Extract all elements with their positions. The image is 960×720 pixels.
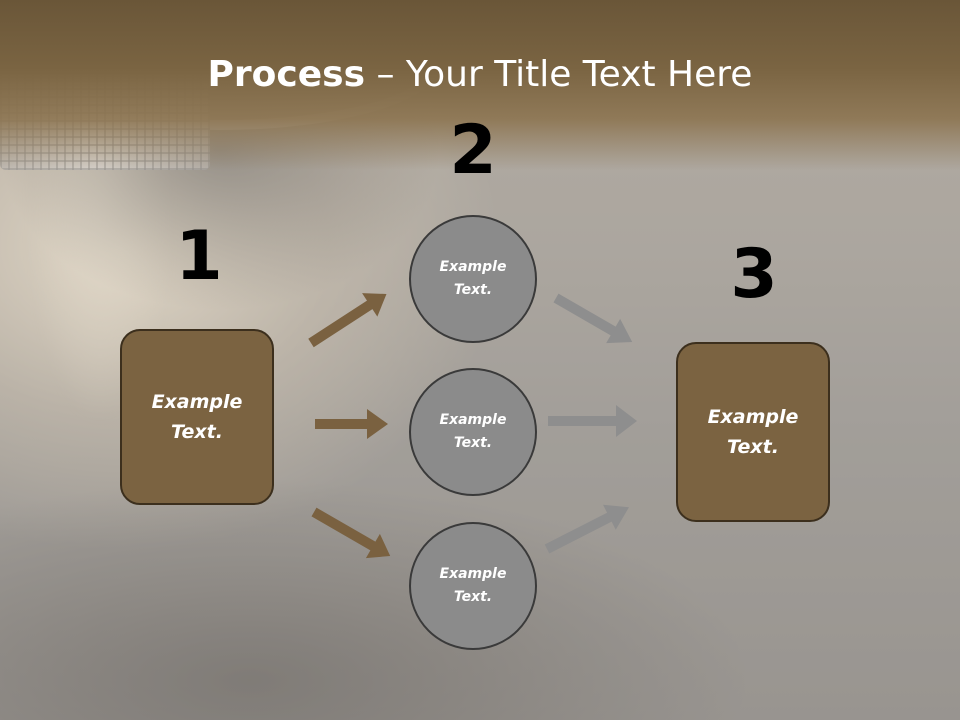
- arrow-top-to-box: [553, 293, 633, 344]
- brown-arrows: [308, 293, 391, 559]
- step-number-3: 3: [730, 235, 778, 314]
- circle-middle-text: Example Text.: [439, 412, 507, 451]
- circle-middle: Example Text.: [409, 368, 537, 496]
- arrow-up-right: [308, 293, 387, 348]
- title-rest-part: – Your Title Text Here: [365, 54, 753, 95]
- arrow-bottom-to-box: [544, 504, 629, 554]
- arrow-down-right: [311, 507, 391, 559]
- gray-arrows: [544, 293, 637, 554]
- right-box-text: Example Text.: [707, 406, 799, 458]
- left-process-box: Example Text.: [120, 329, 274, 505]
- title-bold-part: Process: [207, 54, 366, 95]
- circle-bottom-text: Example Text.: [439, 566, 507, 605]
- arrow-right: [315, 409, 388, 439]
- circle-top-text: Example Text.: [439, 259, 507, 298]
- arrow-middle-to-box: [548, 405, 637, 437]
- right-process-box: Example Text.: [676, 342, 830, 522]
- title-band: [0, 0, 960, 170]
- step-number-1: 1: [175, 217, 223, 296]
- left-box-text: Example Text.: [151, 391, 243, 443]
- circle-bottom: Example Text.: [409, 522, 537, 650]
- step-number-2: 2: [449, 111, 497, 190]
- circle-top: Example Text.: [409, 215, 537, 343]
- slide-title: Process – Your Title Text Here: [0, 52, 960, 98]
